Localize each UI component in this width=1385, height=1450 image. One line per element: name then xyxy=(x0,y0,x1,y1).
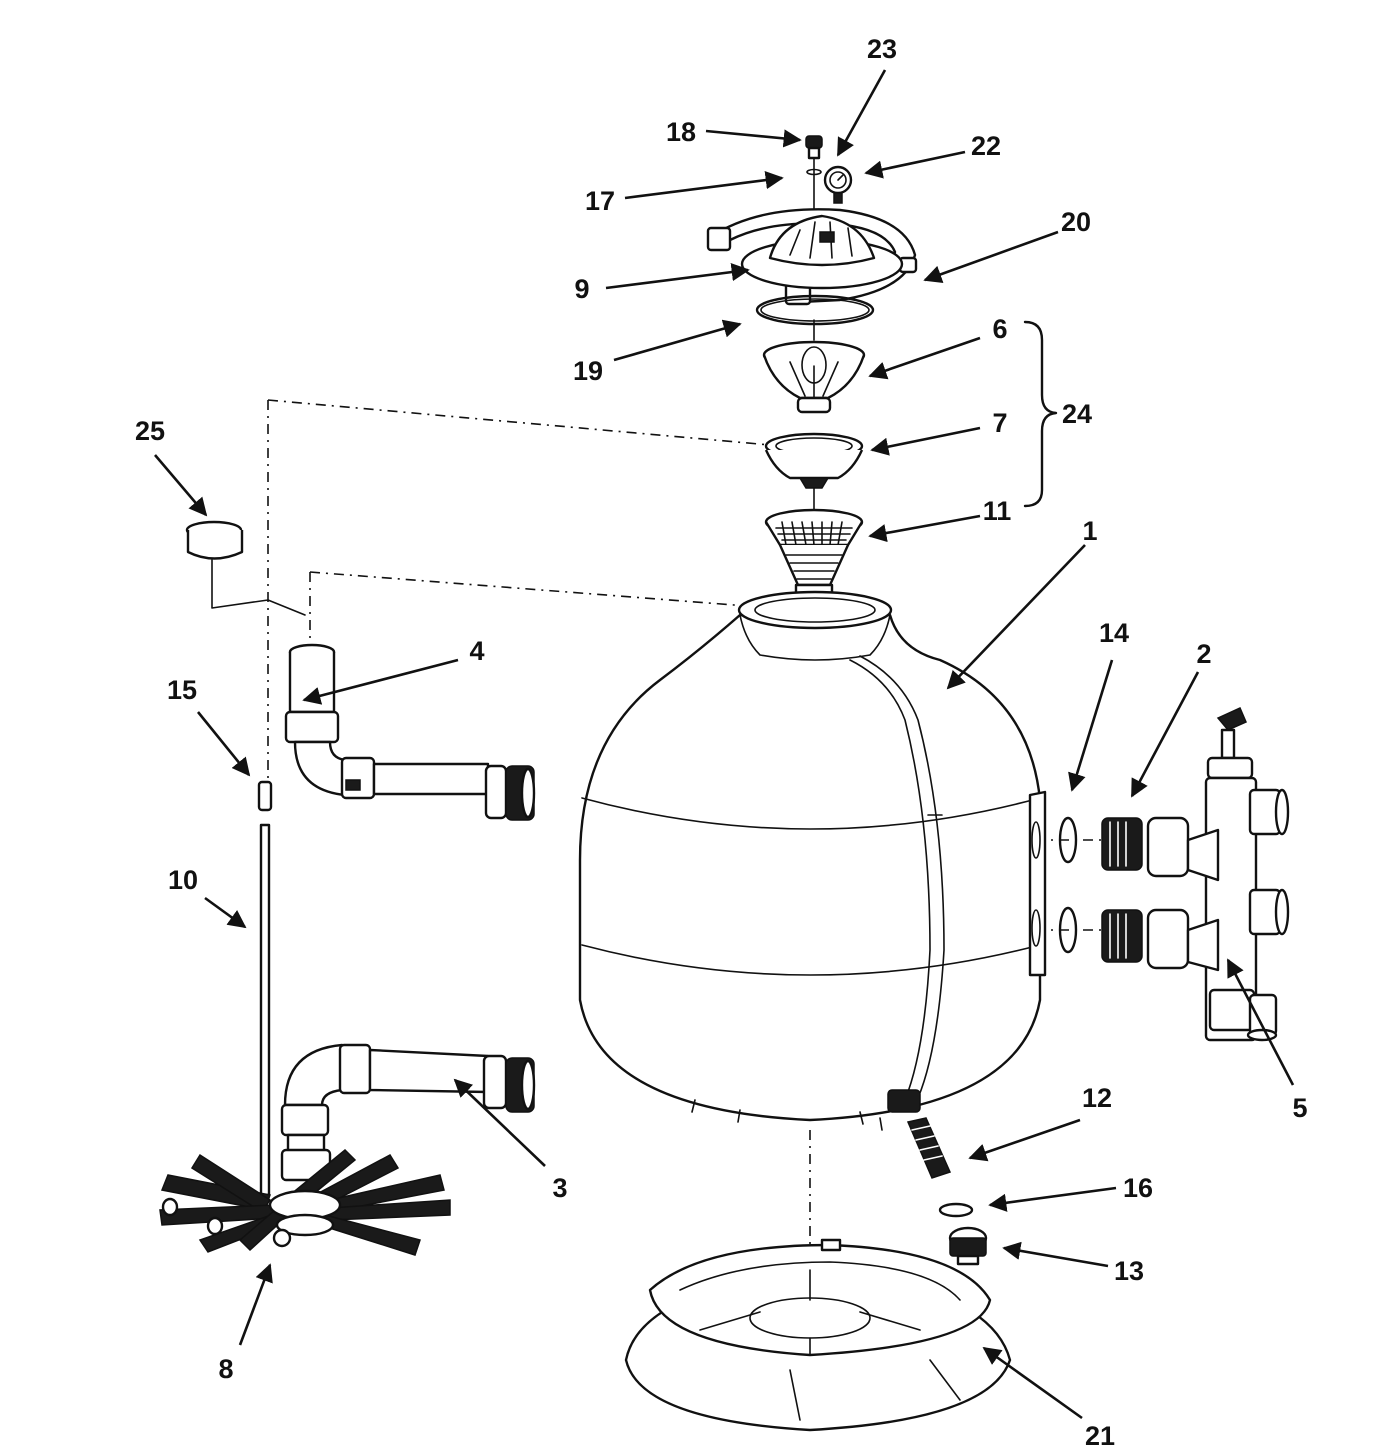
part-4-upper-elbow-pipe xyxy=(284,643,536,821)
callout-2: 2 xyxy=(1196,639,1211,669)
part-14-bulkhead-o-rings xyxy=(1058,816,1078,954)
callout-18: 18 xyxy=(666,117,696,147)
callout-1: 1 xyxy=(1082,516,1097,546)
part-22-pressure-gauge xyxy=(806,165,853,204)
callout-12: 12 xyxy=(1082,1083,1112,1113)
callout-11: 11 xyxy=(983,496,1012,526)
part-21-base xyxy=(624,1238,1012,1432)
part-18-air-relief-knob xyxy=(805,135,823,211)
callout-15: 15 xyxy=(167,675,197,705)
callout-9: 9 xyxy=(574,274,589,304)
part-12-drain-strainer xyxy=(887,1089,952,1179)
callout-23: 23 xyxy=(867,34,897,64)
callout-4: 4 xyxy=(469,636,484,666)
part-7-diffuser-seat xyxy=(764,432,864,489)
callout-7: 7 xyxy=(992,408,1007,438)
part-15-air-tube-top xyxy=(257,780,273,812)
callout-21: 21 xyxy=(1085,1421,1115,1450)
part-25-pipe-cap xyxy=(185,520,244,560)
callout-14: 14 xyxy=(1099,618,1129,648)
callout-17: 17 xyxy=(585,186,615,216)
part-16-drain-o-ring xyxy=(938,1202,974,1218)
part-1-filter-tank xyxy=(578,590,1047,1131)
callout-6: 6 xyxy=(992,314,1007,344)
callout-3: 3 xyxy=(552,1173,567,1203)
callout-16: 16 xyxy=(1123,1173,1153,1203)
part-6-diffuser xyxy=(762,340,866,414)
callout-13: 13 xyxy=(1114,1256,1144,1286)
callout-10: 10 xyxy=(168,865,198,895)
bracket-24 xyxy=(1023,320,1058,508)
part-10-air-relief-tube xyxy=(259,823,271,1197)
callout-25: 25 xyxy=(135,416,165,446)
callout-19: 19 xyxy=(573,356,603,386)
part-19-lid-o-ring xyxy=(755,294,875,326)
callout-8: 8 xyxy=(218,1354,233,1384)
callout-labels: 1 2 3 4 5 6 7 8 9 10 11 12 13 14 15 16 1… xyxy=(135,34,1308,1450)
part-8-lateral-assembly xyxy=(159,1148,451,1256)
leader-arrows xyxy=(154,69,1295,1420)
part-13-drain-cap xyxy=(948,1226,988,1266)
callout-20: 20 xyxy=(1061,207,1091,237)
callout-22: 22 xyxy=(971,131,1001,161)
callout-5: 5 xyxy=(1292,1093,1307,1123)
callout-24: 24 xyxy=(1062,399,1092,429)
part-3-lower-elbow-pipe xyxy=(280,1043,536,1182)
part-2-union-fittings xyxy=(1101,816,1190,970)
part-5-multiport-valve xyxy=(1186,707,1290,1042)
